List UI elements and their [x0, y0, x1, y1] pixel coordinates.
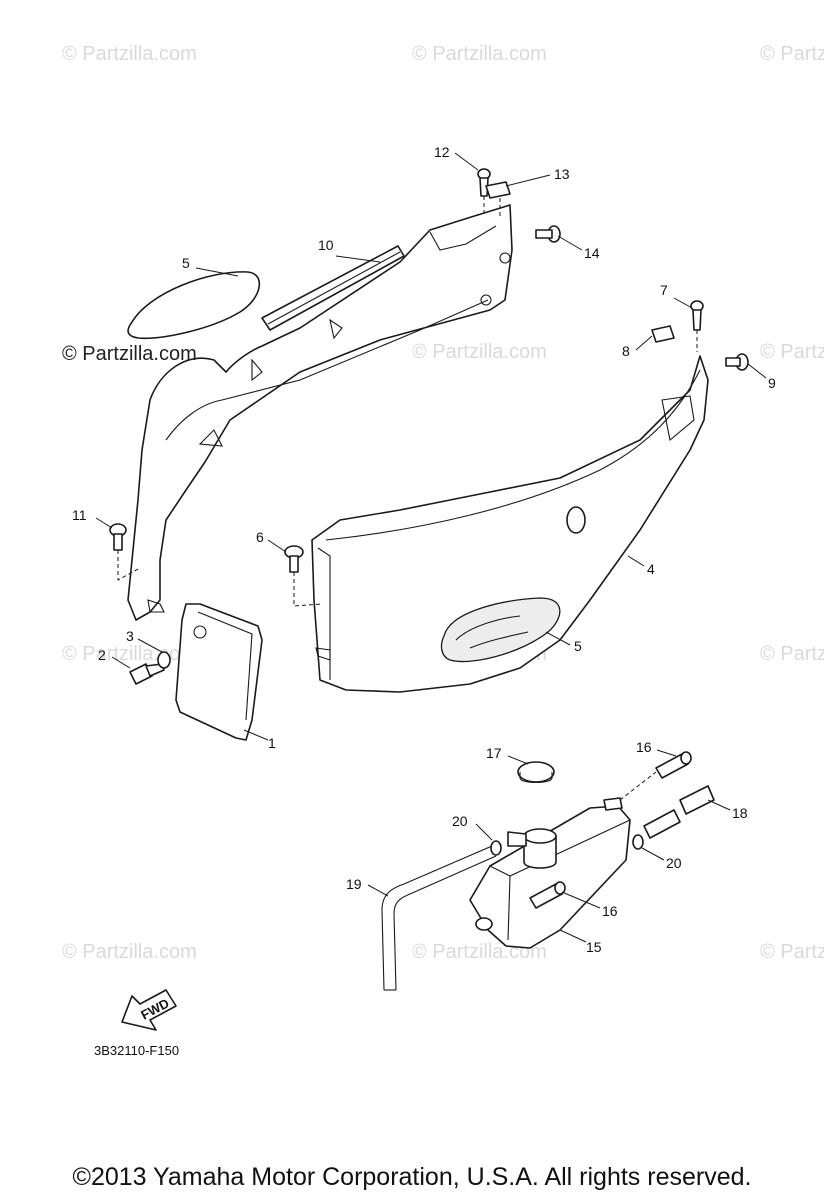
watermark-prominent: © Partzilla.com: [62, 343, 197, 365]
part-17-cap[interactable]: [517, 761, 555, 784]
watermark: © Partzilla.com: [412, 341, 547, 363]
fwd-label: FWD: [138, 995, 171, 1022]
callout-2: 2: [98, 647, 106, 663]
callout-10: 10: [318, 237, 334, 253]
left-side-cover[interactable]: [127, 204, 513, 621]
part-11-grommet[interactable]: [109, 523, 141, 581]
part-5-emblem-lower[interactable]: [440, 597, 561, 663]
leader-lines: [95, 152, 767, 943]
callout-17: 17: [486, 745, 502, 761]
callout-11: 11: [72, 507, 87, 523]
part-5-emblem-upper[interactable]: [127, 271, 261, 340]
watermark: © Partzilla.com: [760, 643, 824, 665]
callout-3: 3: [126, 628, 134, 644]
part-13-nut[interactable]: [485, 181, 511, 218]
fwd-arrow-icon: FWD: [121, 989, 177, 1031]
watermark: © Partzilla.com: [62, 643, 197, 665]
part-20-clip-right[interactable]: [632, 834, 644, 850]
part-15-reservoir-tank[interactable]: [469, 797, 631, 949]
watermark: © Partzilla.com: [412, 43, 547, 65]
callout-4: 4: [647, 561, 655, 577]
callout-19: 19: [346, 876, 362, 892]
part-8-nut[interactable]: [651, 325, 675, 343]
part-16-bolt-lower[interactable]: [529, 881, 566, 909]
callout-14: 14: [584, 245, 600, 261]
part-20-clip-left[interactable]: [490, 840, 502, 856]
watermark: © Partzilla.com: [62, 43, 197, 65]
callout-20: 20: [452, 813, 468, 829]
part-10-trim-strip[interactable]: [261, 245, 405, 331]
part-3-washer[interactable]: [157, 651, 171, 669]
part-19-hose[interactable]: [381, 845, 497, 991]
watermark: © Partzilla.com: [760, 43, 824, 65]
callout-16: 16: [636, 739, 652, 755]
callout-5: 5: [574, 638, 582, 654]
callout-5: 5: [182, 255, 190, 271]
part-18-spacer[interactable]: [643, 785, 715, 839]
copyright-notice: ©2013 Yamaha Motor Corporation, U.S.A. A…: [72, 1163, 752, 1191]
callout-16: 16: [602, 903, 618, 919]
callout-20: 20: [666, 855, 682, 871]
diagram-code: 3B32110-F150: [94, 1043, 179, 1058]
watermark: © Partzilla.com: [760, 341, 824, 363]
callout-15: 15: [586, 939, 602, 955]
callout-9: 9: [768, 375, 776, 391]
callout-18: 18: [732, 805, 748, 821]
part-6-grommet[interactable]: [284, 545, 323, 607]
callout-1: 1: [268, 735, 276, 751]
part-9-grommet[interactable]: [725, 353, 749, 371]
part-1-lower-cover[interactable]: [175, 603, 263, 741]
part-16-bolt-upper[interactable]: [619, 751, 692, 801]
part-12-bolt[interactable]: [477, 168, 491, 214]
watermark: © Partzilla.com: [760, 941, 824, 963]
callout-7: 7: [660, 282, 668, 298]
watermark: © Partzilla.com: [62, 941, 197, 963]
part-2-bolt[interactable]: [129, 663, 165, 685]
callout-13: 13: [554, 166, 570, 182]
callout-6: 6: [256, 529, 264, 545]
callout-8: 8: [622, 343, 630, 359]
part-4-right-side-cover[interactable]: [311, 355, 709, 693]
part-14-grommet[interactable]: [535, 225, 561, 243]
callout-12: 12: [434, 144, 450, 160]
part-7-bolt[interactable]: [690, 300, 704, 352]
callout-labels: 1 2 3 4 5 5 6 7 8 9 10 11 12 13 14 15 16…: [72, 144, 776, 955]
